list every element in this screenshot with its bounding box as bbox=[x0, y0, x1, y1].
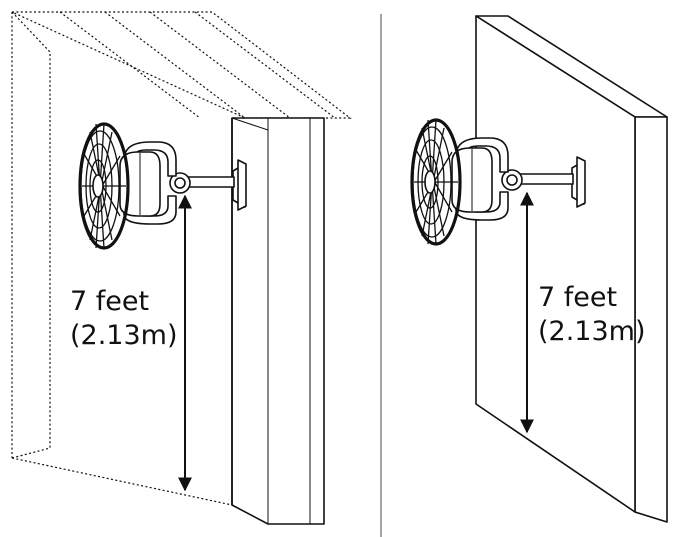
fan-grille bbox=[78, 122, 130, 250]
height-label-line2: (2.13m) bbox=[70, 320, 178, 351]
wall-fan-left bbox=[78, 122, 247, 250]
fan-grille bbox=[410, 118, 462, 246]
plain-wall bbox=[475, 15, 668, 523]
right-panel: 7 feet (2.13m) bbox=[410, 15, 668, 523]
covered-structure-outline bbox=[11, 11, 352, 506]
height-label-line1: 7 feet bbox=[70, 286, 149, 317]
height-label-line1: 7 feet bbox=[538, 282, 617, 313]
wall-post bbox=[231, 117, 325, 525]
wall-fan-right bbox=[410, 118, 586, 246]
height-label-line2: (2.13m) bbox=[538, 316, 646, 347]
left-panel: 7 feet (2.13m) bbox=[11, 11, 352, 525]
